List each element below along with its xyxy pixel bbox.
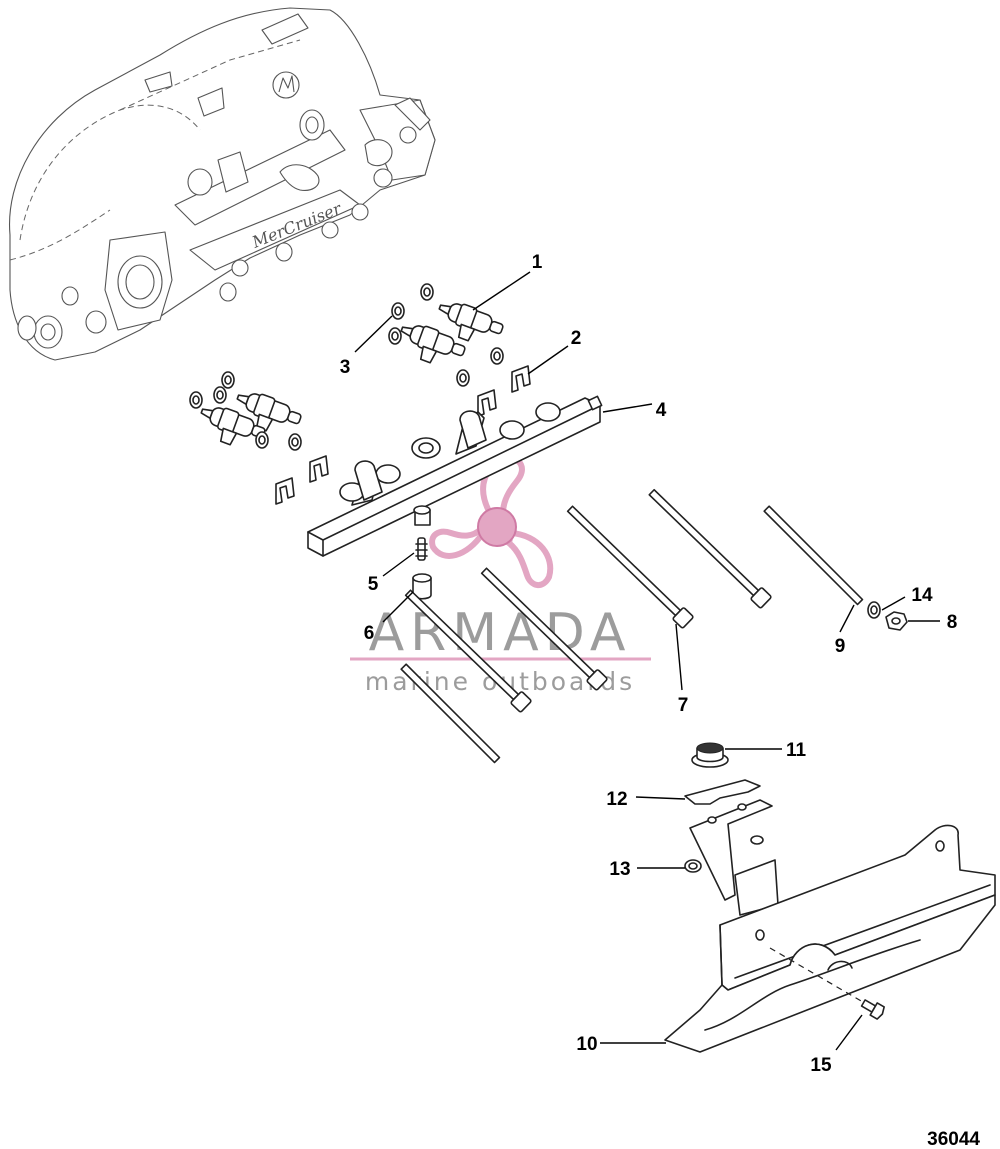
schrader-valve — [415, 537, 428, 561]
fuel-rail — [307, 395, 603, 557]
watermark-name: ARMADA — [369, 603, 632, 663]
callout-4: 4 — [656, 400, 667, 421]
bracket — [664, 799, 996, 1053]
propeller-logo — [429, 455, 554, 588]
callout-labels: 1 2 3 4 5 6 7 8 9 10 11 12 13 14 15 — [340, 252, 958, 1076]
valve-cap — [412, 573, 432, 600]
callout-5: 5 — [368, 574, 379, 595]
callout-9: 9 — [835, 636, 846, 657]
callout-6: 6 — [364, 623, 375, 644]
callout-3: 3 — [340, 357, 351, 378]
figure-number: 36044 — [927, 1129, 980, 1149]
callout-1: 1 — [532, 252, 543, 273]
studs — [400, 505, 864, 764]
callout-8: 8 — [947, 612, 958, 633]
callout-15: 15 — [810, 1055, 832, 1076]
spacer-plate — [684, 779, 761, 805]
washer — [867, 601, 881, 619]
bracket-bolt — [769, 947, 885, 1020]
intake-manifold: MerCruiser — [8, 7, 436, 361]
callout-7: 7 — [678, 695, 689, 716]
rail-bolts — [404, 488, 772, 713]
injector-clips — [275, 365, 531, 505]
callout-2: 2 — [571, 328, 582, 349]
callout-leaders — [354, 271, 940, 1051]
callout-11: 11 — [786, 740, 807, 761]
callout-14: 14 — [911, 585, 933, 606]
o-rings — [189, 283, 504, 451]
nut — [885, 611, 908, 631]
callout-12: 12 — [606, 789, 627, 810]
callout-10: 10 — [576, 1034, 597, 1055]
callout-13: 13 — [609, 859, 630, 880]
flange-nut — [691, 742, 729, 768]
bracket-washer — [684, 859, 702, 873]
